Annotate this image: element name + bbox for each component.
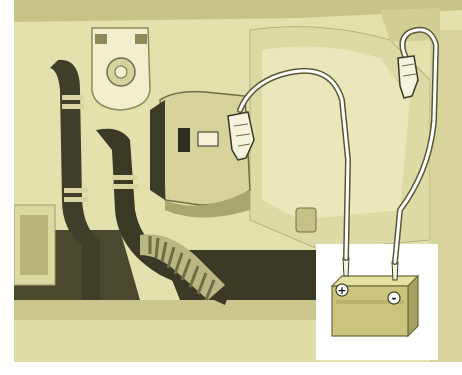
positive-label: + (337, 284, 346, 297)
negative-terminal: - (388, 291, 400, 305)
positive-terminal: + (336, 284, 348, 297)
battery-inset: + - (316, 244, 438, 360)
negative-label: - (392, 291, 397, 305)
reservoir-cap (92, 28, 150, 110)
